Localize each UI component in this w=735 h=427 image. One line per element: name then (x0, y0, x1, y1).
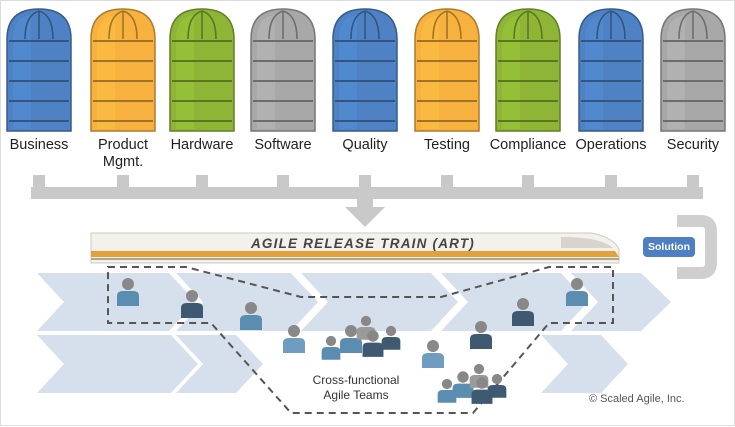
down-arrow-icon (345, 207, 385, 227)
person-head (457, 371, 468, 382)
silo-icon (251, 9, 315, 131)
chevron-shape (541, 335, 628, 393)
silo-highlight (421, 15, 439, 129)
person-body (382, 337, 401, 350)
chevron-shape (301, 273, 458, 331)
person-icon (422, 340, 444, 368)
person-head (475, 321, 487, 333)
person-head (442, 379, 452, 389)
connector-tick (359, 175, 371, 189)
person-head (517, 298, 529, 310)
person-head (492, 374, 502, 384)
person-head (326, 336, 336, 346)
person-body (363, 343, 384, 357)
silo-highlight (502, 15, 520, 129)
silo-label: Product Mgmt. (81, 137, 165, 171)
connector-tick (441, 175, 453, 189)
connector-tick (117, 175, 129, 189)
person-head (186, 290, 198, 302)
person-head (427, 340, 439, 352)
connector-tick (277, 175, 289, 189)
connector-tick (522, 175, 534, 189)
silo-highlight (257, 15, 275, 129)
silo-highlight (339, 15, 357, 129)
person-body (470, 334, 492, 349)
silo-icon (415, 9, 479, 131)
solution-badge: Solution (643, 237, 695, 257)
person-body (512, 311, 534, 326)
silo-icon (333, 9, 397, 131)
silo-icon (579, 9, 643, 131)
chevron-shape (37, 335, 198, 393)
person-head (571, 278, 583, 290)
silo-highlight (667, 15, 685, 129)
person-head (345, 325, 357, 337)
silo-label: Testing (405, 137, 489, 154)
person-body (117, 291, 139, 306)
teams-label-text: Cross-functional Agile Teams (313, 373, 400, 402)
connector-tick (687, 175, 699, 189)
silo-icon (170, 9, 234, 131)
person-head (245, 302, 257, 314)
person-body (283, 338, 305, 353)
person-head (367, 330, 378, 341)
person-body (422, 353, 444, 368)
train-stripe (91, 251, 619, 257)
person-body (566, 291, 588, 306)
silo-highlight (585, 15, 603, 129)
person-body (340, 338, 362, 353)
person-body (488, 385, 507, 398)
silo-icon (661, 9, 725, 131)
silo-icon (91, 9, 155, 131)
train-title: AGILE RELEASE TRAIN (ART) (233, 236, 493, 251)
silo-label: Software (241, 137, 325, 154)
person-head (288, 325, 300, 337)
copyright-text: © Scaled Agile, Inc. (589, 393, 685, 405)
silo-icon (7, 9, 71, 131)
silo-label: Security (651, 137, 735, 154)
person-head (474, 364, 484, 374)
silo-label: Operations (569, 137, 653, 154)
person-icon (488, 374, 507, 398)
person-body (181, 303, 203, 318)
person-head (476, 377, 487, 388)
connector-tick (196, 175, 208, 189)
teams-label: Cross-functional Agile Teams (291, 373, 421, 403)
person-head (361, 316, 371, 326)
person-head (122, 278, 134, 290)
person-body (240, 315, 262, 330)
silo-label: Business (0, 137, 81, 154)
silo-icon (496, 9, 560, 131)
silo-highlight (97, 15, 115, 129)
person-icon (322, 336, 341, 360)
silo-label: Compliance (486, 137, 570, 154)
person-head (386, 326, 396, 336)
silo-label: Quality (323, 137, 407, 154)
connector-tick (605, 175, 617, 189)
person-body (322, 347, 341, 360)
silo-highlight (176, 15, 194, 129)
connector-tick (33, 175, 45, 189)
silo-label: Hardware (160, 137, 244, 154)
silo-highlight (13, 15, 31, 129)
